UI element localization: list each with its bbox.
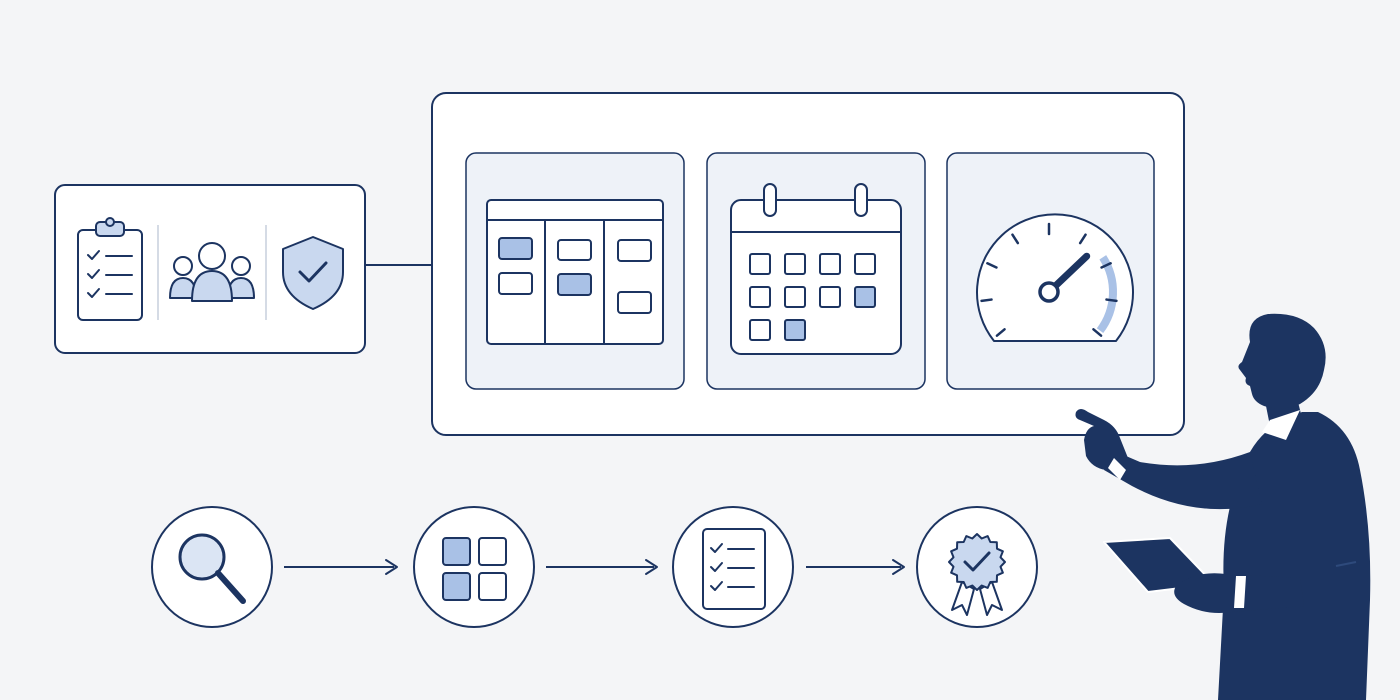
kanban-board-icon: [486, 199, 664, 345]
flow-step-checklist: [672, 506, 794, 628]
grid-modules-icon: [442, 537, 507, 601]
team-icon: [169, 242, 255, 302]
gauge-tick: [1092, 328, 1103, 337]
dashboard-tile-kanban: [465, 152, 685, 390]
checklist-document-icon: [702, 528, 766, 610]
gauge-tick: [1100, 262, 1112, 269]
gauge-tick: [1078, 233, 1087, 245]
calendar-day-cell: [784, 319, 806, 341]
calendar-day-cell: [819, 286, 841, 308]
gauge-tick: [995, 328, 1006, 337]
speedometer-gauge-icon: [976, 213, 1134, 342]
calendar-day-cell: [784, 286, 806, 308]
process-flow: [151, 506, 1038, 628]
calendar-day-cell: [854, 253, 876, 275]
flow-step-search: [151, 506, 273, 628]
dashboard-tile-gauge: [946, 152, 1155, 390]
presenter-silhouette-icon: [1075, 313, 1371, 700]
dashboard-panel: [431, 92, 1185, 436]
calendar-icon: [730, 183, 902, 355]
gauge-tick: [1105, 298, 1118, 303]
search-icon: [178, 533, 246, 604]
dashboard-tile-calendar: [706, 152, 926, 390]
flow-step-grid: [413, 506, 535, 628]
clipboard-checklist-icon: [77, 217, 143, 321]
calendar-day-cell: [854, 286, 876, 308]
calendar-day-cell: [819, 253, 841, 275]
calendar-day-grid: [749, 253, 876, 341]
gauge-hub: [1038, 281, 1060, 303]
shield-check-icon: [282, 236, 344, 310]
calendar-day-cell: [749, 319, 771, 341]
arrow-right-icon: [806, 559, 905, 575]
feature-card: [54, 184, 366, 354]
gauge-tick: [1011, 233, 1020, 245]
calendar-day-cell: [784, 253, 806, 275]
calendar-day-cell: [749, 286, 771, 308]
gauge-tick: [986, 262, 998, 269]
gauge-tick: [980, 298, 993, 303]
arrow-right-icon: [546, 559, 658, 575]
arrow-right-icon: [284, 559, 398, 575]
certified-badge-icon: [948, 533, 1006, 616]
gauge-ticks: [980, 222, 1118, 337]
flow-step-badge: [916, 506, 1038, 628]
calendar-day-cell: [749, 253, 771, 275]
